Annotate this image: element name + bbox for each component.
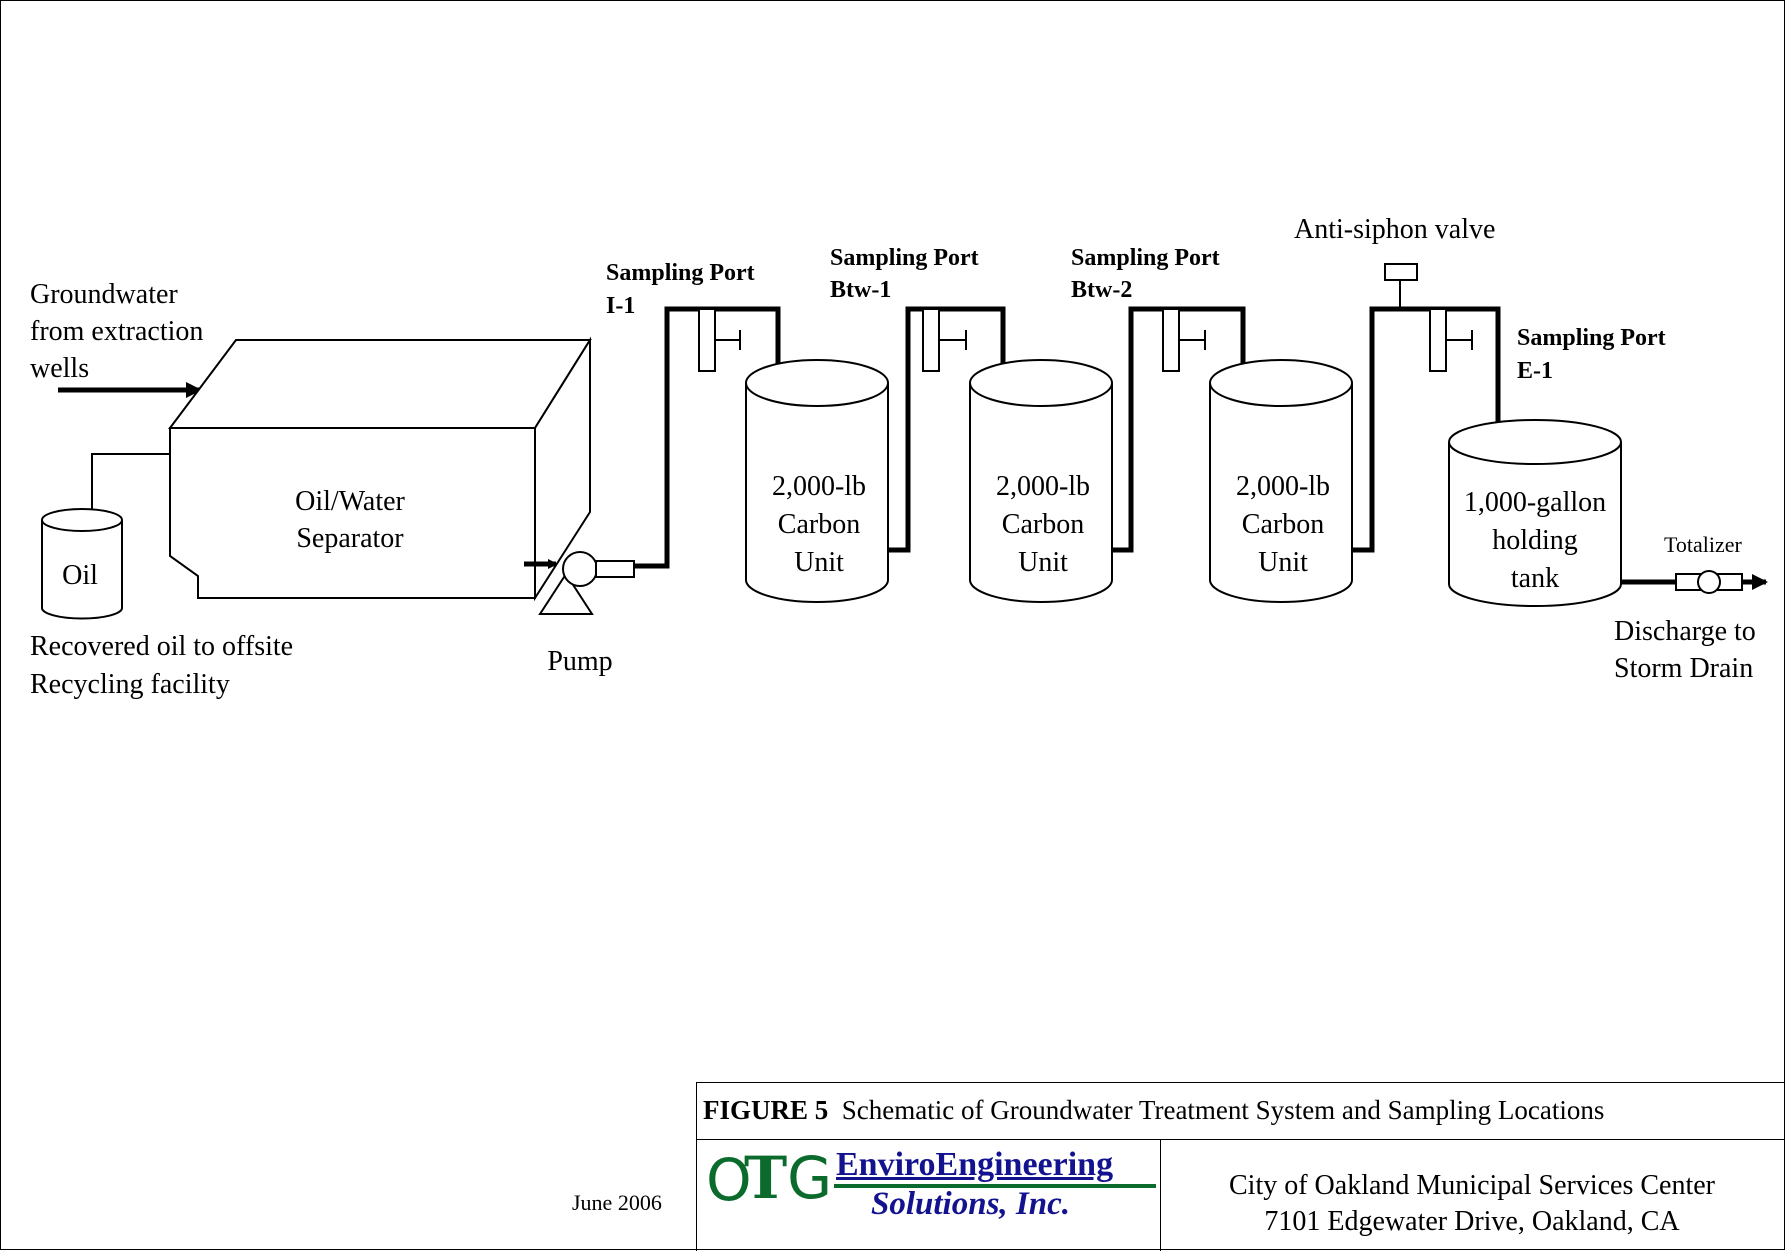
client-address: City of Oakland Municipal Services Cente…: [1162, 1168, 1782, 1240]
carbon-unit-3-line3: Unit: [1258, 547, 1308, 578]
pipe-carbon2-to-carbon3: [1112, 306, 1251, 553]
sampling-port-btw1-line1: Sampling Port: [830, 245, 979, 271]
figure-date: June 2006: [572, 1190, 662, 1215]
totalizer-label: Totalizer: [1664, 532, 1743, 557]
carbon-unit-1-line3: Unit: [794, 547, 844, 578]
separator-label-line1: Oil/Water: [295, 486, 405, 517]
discharge-label-line1: Discharge to: [1614, 616, 1756, 647]
holding-tank-line3: tank: [1511, 563, 1559, 594]
totalizer-meter: [1675, 570, 1743, 594]
recovered-oil-line1: Recovered oil to offsite: [30, 631, 293, 662]
sampling-port-i1-line1: Sampling Port: [606, 260, 755, 286]
discharge-label-line2: Storm Drain: [1614, 653, 1753, 684]
figure-caption: FIGURE 5 Schematic of Groundwater Treatm…: [703, 1095, 1604, 1126]
oil-water-separator: [168, 336, 592, 602]
company-name-line1: EnviroEngineering: [836, 1146, 1114, 1183]
oil-drum: [41, 508, 123, 620]
carbon-unit-2-line1: 2,000-lb: [996, 471, 1090, 502]
logo-letter-t: T: [744, 1144, 788, 1212]
sampling-port-i1-valve: [698, 308, 741, 372]
carbon-unit-3: [1209, 359, 1353, 603]
holding-tank-line1: 1,000-gallon: [1464, 487, 1606, 518]
sampling-port-e1-line1: Sampling Port: [1517, 325, 1666, 351]
pipe-carbon3-to-tank: [1352, 306, 1506, 553]
inflow-label-line2: from extraction: [30, 316, 203, 347]
sampling-port-e1-valve: [1429, 308, 1473, 372]
title-block-divider: [1160, 1139, 1161, 1251]
inflow-label-line3: wells: [30, 353, 89, 384]
company-name-line2: Solutions, Inc.: [871, 1186, 1070, 1222]
sampling-port-btw2-line2: Btw-2: [1071, 277, 1132, 303]
anti-siphon-valve: [1384, 263, 1418, 309]
carbon-unit-1: [745, 359, 889, 603]
pipe-pump-to-carbon1: [634, 306, 786, 569]
pipe-carbon1-to-carbon2: [888, 306, 1011, 553]
carbon-unit-1-line1: 2,000-lb: [772, 471, 866, 502]
anti-siphon-label: Anti-siphon valve: [1294, 214, 1495, 245]
inflow-label-line1: Groundwater: [30, 279, 178, 310]
sampling-port-i1-line2: I-1: [606, 293, 635, 319]
oil-drum-label: Oil: [62, 560, 98, 591]
carbon-unit-1-line2: Carbon: [778, 509, 860, 540]
sampling-port-btw1-line2: Btw-1: [830, 277, 891, 303]
holding-tank-line2: holding: [1492, 525, 1578, 556]
carbon-unit-3-line1: 2,000-lb: [1236, 471, 1330, 502]
recovered-oil-line2: Recycling facility: [30, 669, 230, 700]
logo-letters-tg: TG: [744, 1144, 832, 1212]
sampling-port-btw2-line1: Sampling Port: [1071, 245, 1220, 271]
sampling-port-btw1-valve: [922, 308, 967, 372]
logo-row: [696, 1139, 1786, 1251]
logo-rule: [834, 1184, 1156, 1188]
client-line2: 7101 Edgewater Drive, Oakland, CA: [1264, 1206, 1680, 1237]
carbon-unit-3-line2: Carbon: [1242, 509, 1324, 540]
title-block: FIGURE 5 Schematic of Groundwater Treatm…: [696, 1082, 1787, 1251]
carbon-unit-2-line2: Carbon: [1002, 509, 1084, 540]
figure-number: FIGURE 5: [703, 1095, 829, 1125]
logo-letter-g: G: [787, 1144, 833, 1212]
company-logo: O TG EnviroEngineering Solutions, Inc.: [706, 1144, 1156, 1222]
carbon-unit-2-line3: Unit: [1018, 547, 1068, 578]
pump: [538, 551, 635, 615]
sampling-port-e1-line2: E-1: [1517, 358, 1553, 384]
separator-label-line2: Separator: [296, 523, 404, 554]
oil-line: [87, 453, 170, 520]
pump-label: Pump: [547, 646, 612, 677]
client-line1: City of Oakland Municipal Services Cente…: [1229, 1170, 1715, 1201]
figure-caption-row: FIGURE 5 Schematic of Groundwater Treatm…: [696, 1082, 1785, 1140]
logo-letter-o: O: [706, 1146, 752, 1214]
carbon-unit-2: [969, 359, 1113, 603]
holding-tank: [1448, 419, 1622, 607]
figure-title: Schematic of Groundwater Treatment Syste…: [841, 1095, 1605, 1125]
sampling-port-btw2-valve: [1162, 308, 1206, 372]
